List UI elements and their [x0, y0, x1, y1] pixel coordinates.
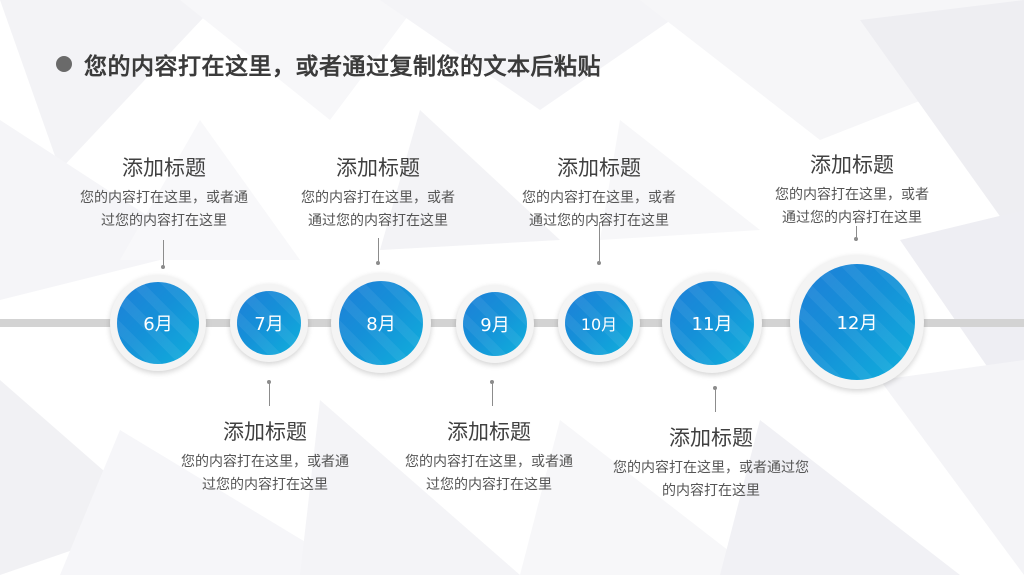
connector-top-2	[378, 238, 379, 263]
milestone-card-12: 添加标题 您的内容打在这里，或者 通过您的内容打在这里	[752, 151, 952, 230]
timeline-node-6: 6月	[110, 275, 206, 371]
milestone-card-9: 添加标题 您的内容打在这里，或者通 过您的内容打在这里	[389, 418, 589, 497]
card-description: 您的内容打在这里，或者通过您 的内容打在这里	[596, 457, 826, 503]
node-label: 6月	[143, 314, 173, 335]
node-label: 12月	[836, 313, 878, 334]
card-title: 添加标题	[810, 153, 894, 177]
card-description: 您的内容打在这里，或者 通过您的内容打在这里	[752, 184, 952, 230]
connector-top-3	[599, 222, 600, 263]
card-desc-line: 您的内容打在这里，或者通过您	[613, 460, 809, 476]
bullet-dot	[56, 56, 72, 72]
card-title: 添加标题	[336, 156, 420, 180]
header: 您的内容打在这里，或者通过复制您的文本后粘贴	[56, 48, 601, 80]
card-title: 添加标题	[447, 420, 531, 444]
card-desc-line: 您的内容打在这里，或者通	[80, 190, 248, 206]
connector-bottom-1	[269, 382, 270, 406]
card-desc-line: 通过您的内容打在这里	[308, 213, 448, 229]
node-label: 11月	[691, 314, 733, 335]
milestone-card-11: 添加标题 您的内容打在这里，或者通过您 的内容打在这里	[596, 424, 826, 503]
card-desc-line: 您的内容打在这里，或者	[522, 190, 676, 206]
card-description: 您的内容打在这里，或者通 过您的内容打在这里	[64, 187, 264, 233]
connector-bottom-2	[492, 382, 493, 406]
card-description: 您的内容打在这里，或者通 过您的内容打在这里	[389, 451, 589, 497]
milestone-card-8: 添加标题 您的内容打在这里，或者 通过您的内容打在这里	[278, 154, 478, 233]
node-label: 10月	[580, 315, 618, 334]
milestone-card-10: 添加标题 您的内容打在这里，或者 通过您的内容打在这里	[499, 154, 699, 233]
milestone-card-6: 添加标题 您的内容打在这里，或者通 过您的内容打在这里	[64, 154, 264, 233]
milestone-card-7: 添加标题 您的内容打在这里，或者通 过您的内容打在这里	[165, 418, 365, 497]
connector-top-4	[856, 226, 857, 241]
card-desc-line: 通过您的内容打在这里	[529, 213, 669, 229]
timeline-node-9: 9月	[456, 285, 534, 363]
card-description: 您的内容打在这里，或者 通过您的内容打在这里	[278, 187, 478, 233]
timeline-node-8: 8月	[331, 273, 431, 373]
card-title: 添加标题	[122, 156, 206, 180]
card-desc-line: 过您的内容打在这里	[101, 213, 227, 229]
connector-top-1	[163, 240, 164, 267]
timeline-node-7: 7月	[230, 284, 308, 362]
connector-bottom-3	[715, 388, 716, 412]
timeline-node-10: 10月	[558, 284, 640, 362]
connector-dot	[597, 261, 601, 265]
card-title: 添加标题	[557, 156, 641, 180]
card-title: 添加标题	[223, 420, 307, 444]
card-desc-line: 您的内容打在这里，或者	[301, 190, 455, 206]
connector-dot	[854, 237, 858, 241]
page-title: 您的内容打在这里，或者通过复制您的文本后粘贴	[84, 54, 601, 80]
node-label: 7月	[254, 314, 284, 335]
timeline-node-11: 11月	[662, 273, 762, 373]
node-label: 8月	[366, 314, 396, 335]
card-desc-line: 您的内容打在这里，或者通	[405, 454, 573, 470]
card-title: 添加标题	[669, 426, 753, 450]
connector-dot	[161, 265, 165, 269]
card-description: 您的内容打在这里，或者通 过您的内容打在这里	[165, 451, 365, 497]
card-desc-line: 您的内容打在这里，或者通	[181, 454, 349, 470]
node-label: 9月	[480, 315, 510, 336]
card-desc-line: 过您的内容打在这里	[202, 477, 328, 493]
connector-dot	[376, 261, 380, 265]
card-description: 您的内容打在这里，或者 通过您的内容打在这里	[499, 187, 699, 233]
timeline-node-12: 12月	[790, 255, 924, 389]
card-desc-line: 您的内容打在这里，或者	[775, 187, 929, 203]
card-desc-line: 过您的内容打在这里	[426, 477, 552, 493]
card-desc-line: 的内容打在这里	[662, 483, 760, 499]
card-desc-line: 通过您的内容打在这里	[782, 210, 922, 226]
